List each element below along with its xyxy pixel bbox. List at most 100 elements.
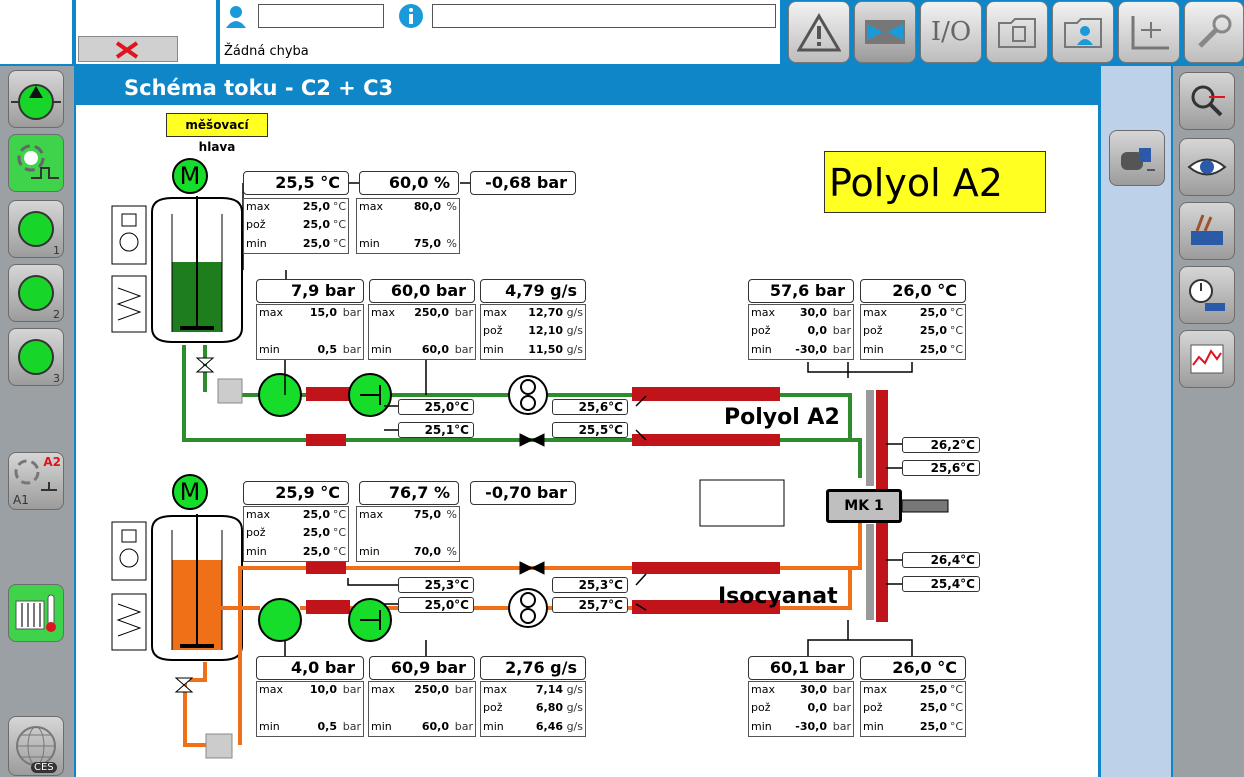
user-folder-button[interactable] (1052, 1, 1114, 63)
polyol-p1-display: 7,9 bar (256, 279, 364, 303)
chart-icon (1190, 344, 1224, 374)
user-field[interactable] (258, 4, 384, 28)
mix-head-nozzle (901, 499, 949, 513)
status-text: Žádná chyba (224, 44, 309, 59)
camera-icon (1121, 148, 1155, 171)
polyol-p2-display: 60,0 bar (369, 279, 475, 303)
iso-flowmeter (508, 588, 548, 628)
polyol-head-pressure: 57,6 bar (748, 279, 854, 303)
pump-3-sub: 3 (53, 372, 60, 385)
top-bar: Žádná chyba I/O (0, 0, 1244, 66)
polyol-return-valve (519, 433, 545, 447)
switch-a1-label: A1 (13, 493, 29, 507)
alarm-button[interactable] (788, 1, 850, 63)
view-button[interactable] (1179, 138, 1235, 196)
red-x-icon (115, 41, 139, 59)
cycle-pulse-icon (17, 144, 59, 179)
iso-temp-line1: 25,3°C (552, 577, 628, 593)
info-area: Žádná chyba (220, 0, 780, 64)
polyol-pump-1 (258, 373, 302, 417)
mix-head-mk1[interactable]: MK 1 (826, 489, 902, 523)
pump-overview-button[interactable] (8, 70, 64, 128)
camera-button[interactable] (1109, 130, 1165, 186)
alarm-reset-button[interactable] (78, 36, 178, 62)
pump-1-button[interactable]: 1 (8, 200, 64, 258)
polyol-temp-pump: 25,0°C (398, 399, 474, 415)
recipe-folder-button[interactable] (986, 1, 1048, 63)
ces-button[interactable]: CES (8, 716, 64, 776)
flow-arrows-icon (865, 20, 905, 44)
page-title-bar: Schéma toku - C2 + C3 (76, 69, 1098, 105)
cycle-mode-button[interactable] (8, 134, 64, 192)
polyol-valve (195, 357, 215, 373)
switch-a2-label: A2 (43, 455, 61, 469)
zoom-button[interactable] (1179, 72, 1235, 130)
iso-motor[interactable]: M (172, 474, 208, 510)
maintenance-button[interactable] (1179, 202, 1235, 260)
polyol-flow-display: 4,79 g/s (480, 279, 586, 303)
left-toolbar: 1 2 3 A2 A1 CES (0, 66, 74, 777)
pump-2-button[interactable]: 2 (8, 264, 64, 322)
iso-filter (205, 733, 233, 759)
iso-temp-line2: 25,7°C (552, 597, 628, 613)
info-field[interactable] (432, 4, 776, 28)
iso-head-temp: 26,0 °C (860, 656, 966, 680)
mix-head-button[interactable]: měšovací hlava (166, 113, 268, 154)
timer-button[interactable] (1179, 266, 1235, 324)
eye-icon (1187, 158, 1227, 176)
iso-flow-display: 2,76 g/s (480, 656, 586, 680)
radiator-thermometer-icon (15, 594, 56, 632)
pump-3-icon (18, 339, 54, 375)
flow-schema-button[interactable] (854, 1, 916, 63)
iso-mk-temp-2: 25,4°C (902, 576, 980, 592)
iso-temp-return: 25,3°C (398, 577, 474, 593)
heater-segments (306, 387, 888, 622)
user-icon (226, 6, 246, 28)
iso-temp-display: 25,9 °C (243, 481, 349, 505)
iso-mk-temp-1: 26,4°C (902, 552, 980, 568)
io-button[interactable]: I/O (920, 1, 982, 63)
alarm-status-area (76, 0, 216, 64)
polyol-temp-return: 25,1°C (398, 422, 474, 438)
toolbox-icon (1191, 214, 1223, 245)
pump-2-icon (18, 275, 54, 311)
calibration-button[interactable] (1118, 1, 1180, 63)
page-title: Schéma toku - C2 + C3 (124, 76, 394, 100)
material-title: Polyol A2 (824, 151, 1046, 213)
polyol-filter (217, 378, 243, 404)
right-subpanel (1101, 66, 1171, 777)
ces-label: CES (31, 762, 57, 773)
pump-3-button[interactable]: 3 (8, 328, 64, 386)
magnifier-icon (1191, 85, 1225, 117)
polyol-line-label: Polyol A2 (724, 405, 840, 430)
folder-icon (998, 18, 1036, 48)
pump-circle-icon (11, 84, 61, 120)
iso-p1-display: 4,0 bar (256, 656, 364, 680)
polyol-temp-line1: 25,6°C (552, 399, 628, 415)
right-toolbar (1173, 66, 1244, 777)
polyol-mk-temp-2: 25,6°C (902, 460, 980, 476)
ruler-icon (1131, 16, 1169, 50)
iso-tank-pressure-display: -0,70 bar (470, 481, 576, 505)
heating-button[interactable] (8, 584, 64, 642)
polyol-motor[interactable]: M (172, 158, 208, 194)
iso-tank (111, 514, 243, 661)
info-icon (399, 4, 423, 28)
component-switch-button[interactable]: A2 A1 (8, 452, 64, 510)
iso-head-pressure: 60,1 bar (748, 656, 854, 680)
polyol-tank-pressure-display: -0,68 bar (470, 171, 576, 195)
trend-button[interactable] (1179, 330, 1235, 388)
user-folder-icon (1064, 18, 1102, 48)
pump-1-icon (18, 211, 54, 247)
logo-area (0, 0, 72, 64)
